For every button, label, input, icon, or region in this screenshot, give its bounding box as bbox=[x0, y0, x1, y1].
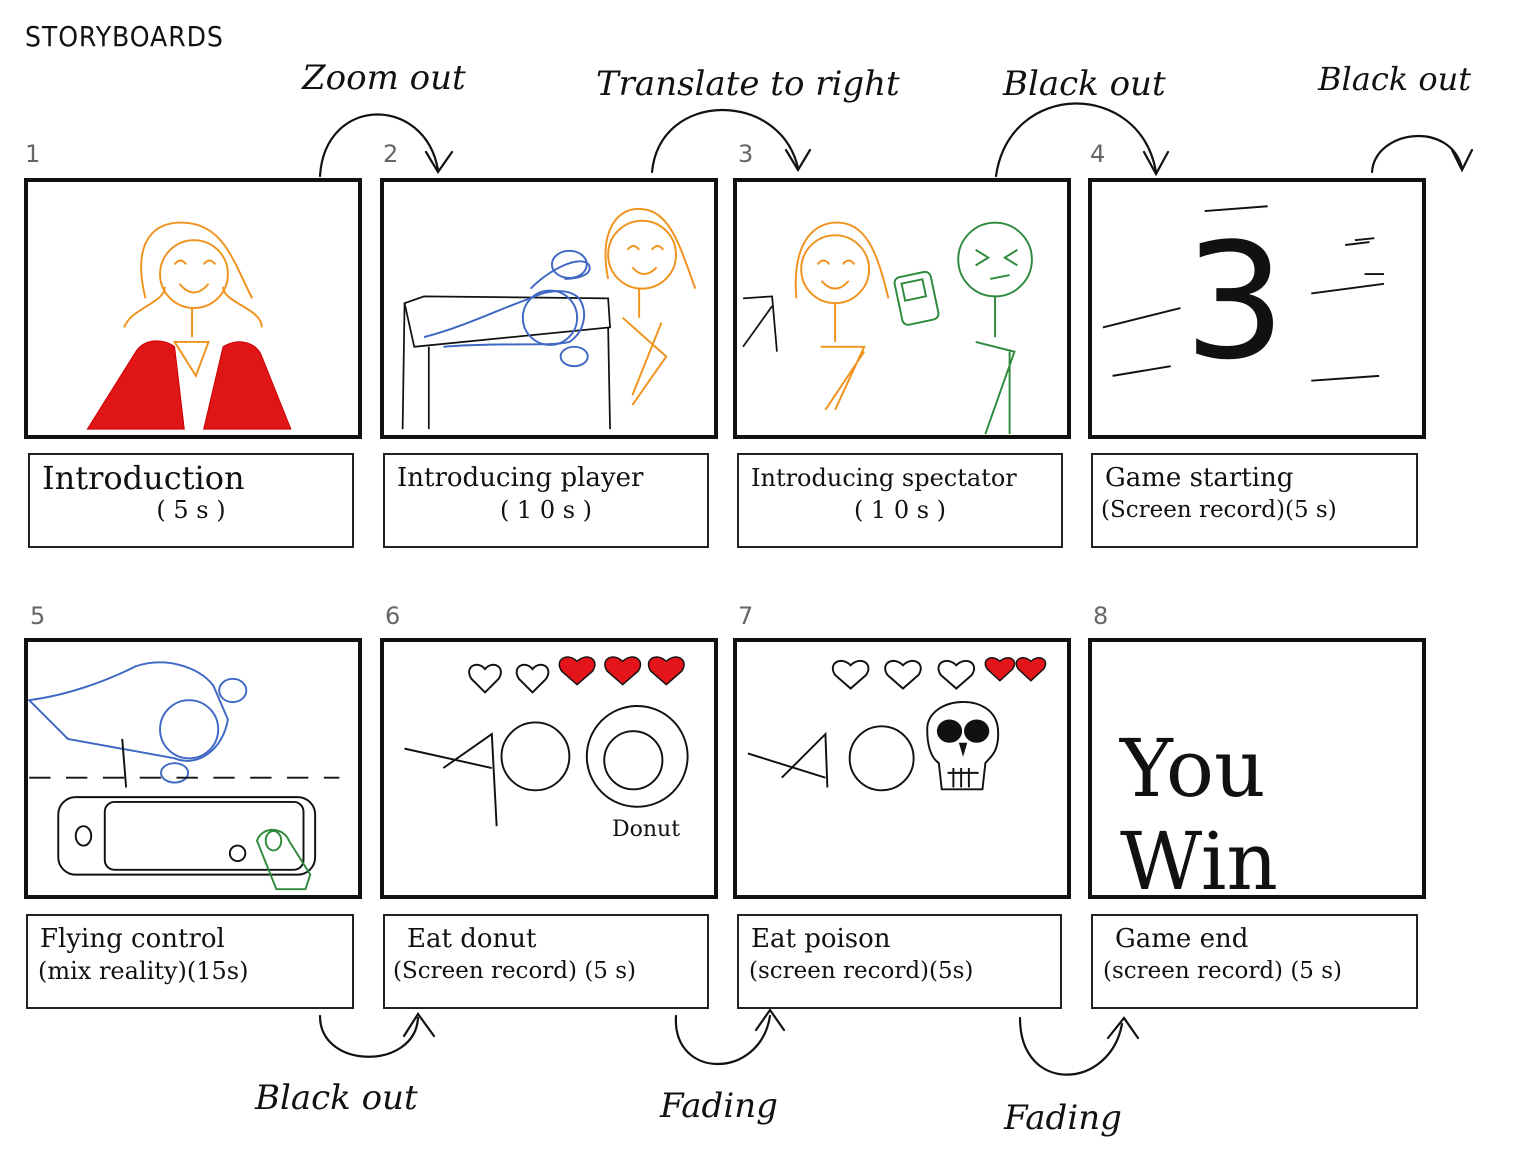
host-and-spectator-illustration bbox=[742, 221, 1033, 435]
caption-duration-3: ( 1 0 s ) bbox=[853, 496, 947, 524]
panel-number-5: 5 bbox=[30, 602, 46, 630]
caption-duration-8: (screen record) (5 s) bbox=[1103, 958, 1343, 984]
arrow-curve-3 bbox=[994, 102, 1158, 178]
panel-number-1: 1 bbox=[25, 140, 41, 168]
caption-title-3: Introducing spectator bbox=[751, 464, 1017, 492]
frame-6-eat-donut: Donut bbox=[380, 638, 718, 899]
panel-number-4: 4 bbox=[1090, 140, 1106, 168]
arrow-curve-7 bbox=[1018, 1016, 1124, 1076]
panel-number-3: 3 bbox=[738, 140, 754, 168]
frame-3-spectator bbox=[733, 178, 1071, 439]
heart-full-2 bbox=[604, 656, 642, 686]
frame-8-game-end: You Win bbox=[1088, 638, 1426, 899]
caption-7: Eat poison (screen record)(5s) bbox=[737, 914, 1062, 1009]
transition-label-black-out-3: Black out bbox=[255, 1078, 418, 1118]
arrow-head-4 bbox=[1450, 148, 1474, 173]
arrow-head-3 bbox=[1142, 150, 1170, 177]
arrow-curve-2 bbox=[650, 109, 800, 174]
heart-full-1 bbox=[558, 656, 596, 686]
arrow-head-1 bbox=[424, 150, 454, 175]
flying-control-illustration bbox=[28, 661, 340, 891]
donut-scene bbox=[404, 656, 689, 827]
caption-title-6: Eat donut bbox=[407, 924, 537, 954]
caption-duration-5: (mix reality)(15s) bbox=[38, 957, 249, 985]
transition-label-black-out-1: Black out bbox=[1003, 64, 1166, 104]
heart-empty-3 bbox=[937, 660, 975, 690]
transition-label-black-out-2: Black out bbox=[1318, 60, 1472, 98]
heart-full-2 bbox=[1015, 657, 1047, 682]
caption-8: Game end (screen record) (5 s) bbox=[1091, 914, 1418, 1009]
caption-duration-1: ( 5 s ) bbox=[156, 496, 226, 524]
caption-title-7: Eat poison bbox=[751, 924, 891, 954]
caption-duration-7: (screen record)(5s) bbox=[749, 958, 974, 984]
page-title: STORYBOARDS bbox=[25, 20, 224, 53]
caption-duration-6: (Screen record) (5 s) bbox=[393, 958, 636, 984]
arrow-curve-4 bbox=[1370, 134, 1464, 174]
transition-label-fading-2: Fading bbox=[1004, 1098, 1122, 1138]
heart-full-3 bbox=[647, 656, 685, 686]
player-and-host-illustration bbox=[401, 208, 697, 430]
donut-label: Donut bbox=[612, 817, 681, 842]
caption-title-5: Flying control bbox=[40, 924, 225, 954]
caption-title-1: Introduction bbox=[42, 459, 245, 497]
arrow-curve-1 bbox=[318, 113, 440, 178]
caption-title-2: Introducing player bbox=[397, 463, 644, 493]
countdown-number: 3 bbox=[1184, 208, 1286, 395]
host-figure-illustration bbox=[86, 221, 292, 430]
frame-4-countdown: 3 bbox=[1088, 178, 1426, 439]
arrow-curve-5 bbox=[318, 1014, 420, 1058]
frame-7-eat-poison bbox=[733, 638, 1071, 899]
heart-empty-1 bbox=[468, 663, 502, 694]
arrow-head-5 bbox=[402, 1012, 436, 1038]
arrow-curve-6 bbox=[674, 1014, 772, 1065]
caption-2: Introducing player ( 1 0 s ) bbox=[383, 453, 709, 548]
caption-title-4: Game starting bbox=[1105, 463, 1294, 493]
panel-number-6: 6 bbox=[385, 602, 401, 630]
arrow-head-6 bbox=[754, 1008, 786, 1032]
countdown-lines bbox=[1102, 205, 1385, 382]
skull-icon bbox=[926, 701, 1000, 791]
frame-5-flying-control bbox=[24, 638, 362, 899]
arrow-head-2 bbox=[784, 148, 812, 173]
panel-number-8: 8 bbox=[1093, 602, 1109, 630]
caption-5: Flying control (mix reality)(15s) bbox=[26, 914, 354, 1009]
caption-duration-2: ( 1 0 s ) bbox=[499, 496, 593, 524]
frame-1-introduction bbox=[24, 178, 362, 439]
panel-number-2: 2 bbox=[383, 140, 399, 168]
caption-title-8: Game end bbox=[1115, 924, 1249, 954]
arrow-head-7 bbox=[1106, 1016, 1140, 1040]
transition-label-fading-1: Fading bbox=[660, 1086, 778, 1126]
caption-duration-4: (Screen record)(5 s) bbox=[1101, 497, 1337, 523]
heart-empty-2 bbox=[515, 663, 550, 694]
panel-number-7: 7 bbox=[738, 602, 754, 630]
caption-3: Introducing spectator ( 1 0 s ) bbox=[737, 453, 1063, 548]
poison-scene bbox=[747, 657, 1047, 792]
transition-label-translate: Translate to right bbox=[596, 64, 900, 104]
heart-empty-2 bbox=[884, 660, 922, 690]
caption-6: Eat donut (Screen record) (5 s) bbox=[383, 914, 709, 1009]
caption-4: Game starting (Screen record)(5 s) bbox=[1091, 453, 1418, 548]
heart-empty-1 bbox=[831, 660, 870, 690]
heart-full-1 bbox=[984, 657, 1016, 682]
transition-label-zoom-out: Zoom out bbox=[302, 58, 466, 98]
end-text: You Win bbox=[1120, 722, 1278, 899]
frame-2-player bbox=[380, 178, 718, 439]
caption-1: Introduction ( 5 s ) bbox=[28, 453, 354, 548]
